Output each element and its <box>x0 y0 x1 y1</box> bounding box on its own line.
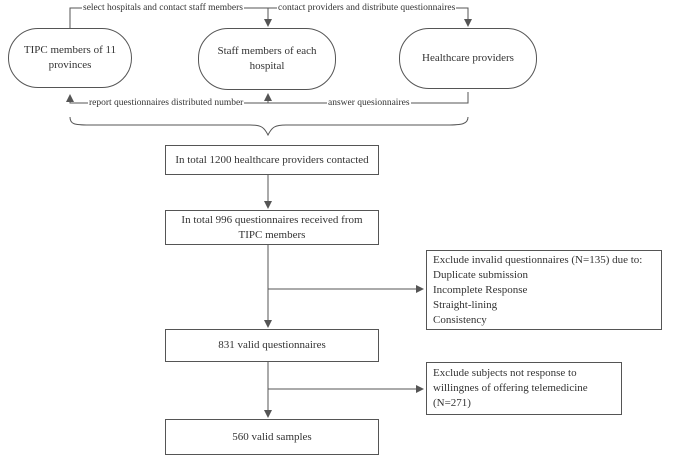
nonresponse-exclusion-box: Exclude subjects not response to willing… <box>426 362 622 415</box>
tipc-members-node: TIPC members of 11 provinces <box>8 28 132 88</box>
valid-questionnaires-box: 831 valid questionnaires <box>165 329 379 362</box>
healthcare-providers-node: Healthcare providers <box>399 28 537 89</box>
invalid-exclusion-box: Exclude invalid questionnaires (N=135) d… <box>426 250 662 330</box>
select-hospitals-label: select hospitals and contact staff membe… <box>82 2 244 14</box>
questionnaires-received-box: In total 996 questionnaires received fro… <box>165 210 379 245</box>
providers-contacted-box: In total 1200 healthcare providers conta… <box>165 145 379 175</box>
report-distributed-label: report questionnaires distributed number <box>88 97 245 109</box>
valid-samples-box: 560 valid samples <box>165 419 379 455</box>
answer-questionnaires-label: answer quesionnaires <box>327 97 411 109</box>
contact-providers-label: contact providers and distribute questio… <box>277 2 457 14</box>
group-brace <box>69 116 469 137</box>
hospital-staff-node: Staff members of each hospital <box>198 28 336 90</box>
